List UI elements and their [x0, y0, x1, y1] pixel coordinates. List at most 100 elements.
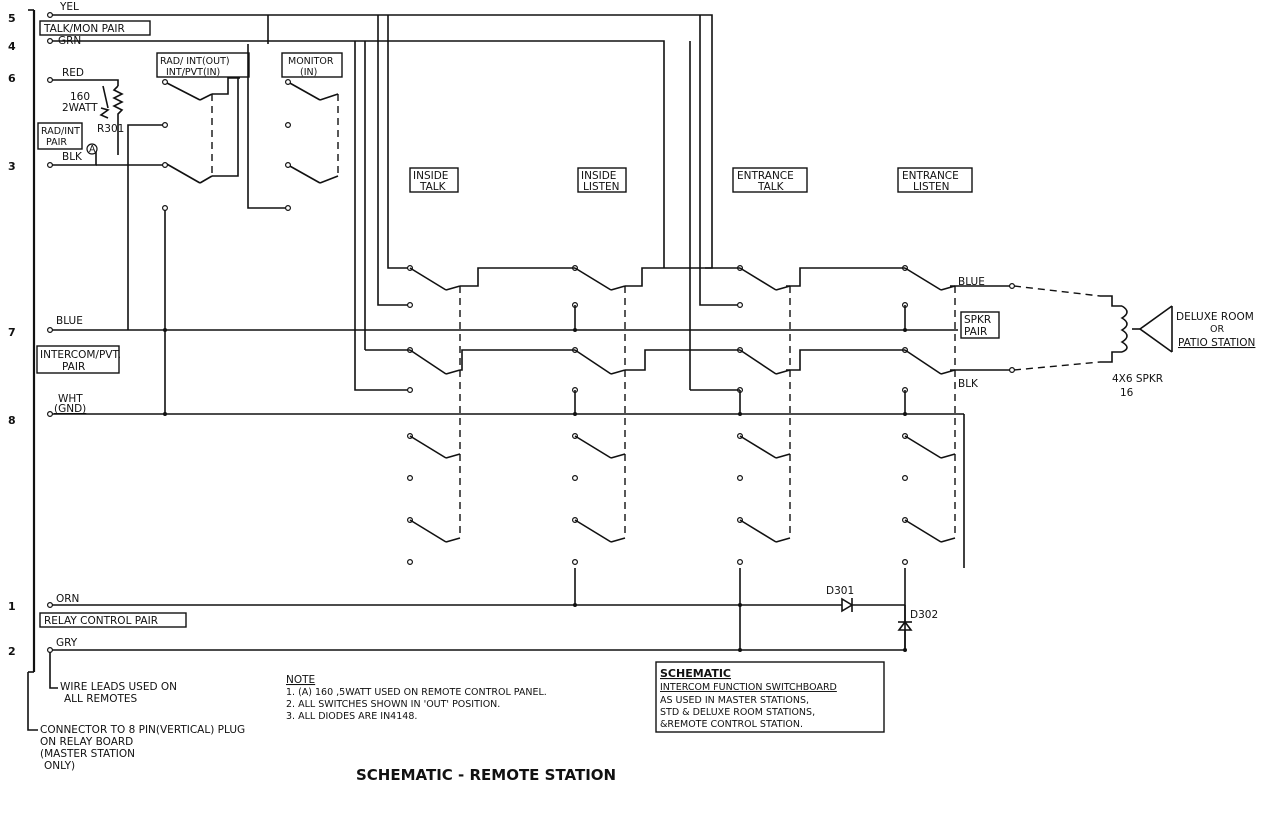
switch-blade-tip — [445, 453, 461, 459]
resistor-ref: R301 — [97, 123, 124, 135]
switch-blade — [739, 519, 777, 543]
switch-blade — [409, 435, 447, 459]
wire-wht: WHT — [58, 393, 83, 405]
switch-terminal — [901, 558, 908, 565]
wire-gnd: (GND) — [54, 403, 86, 415]
schematic-box-subtitle: INTERCOM FUNCTION SWITCHBOARD — [660, 682, 837, 693]
switch-terminal — [736, 475, 743, 482]
entrance-talk-label-2: TALK — [757, 181, 785, 193]
switch-terminal — [407, 558, 414, 565]
wire-blue-right: BLUE — [958, 276, 985, 288]
relay-control-pair-label: RELAY CONTROL PAIR — [44, 615, 158, 627]
switch-blade-tip — [610, 285, 626, 291]
rad-int-switch-label-2: INT/PVT(IN) — [166, 67, 220, 78]
connector-note-3: (MASTER STATION — [40, 748, 135, 760]
switch-blade-tip — [940, 537, 956, 543]
wire-blue: BLUE — [56, 315, 83, 327]
function-switches: INSIDE TALK INSIDE LISTEN ENTRANCE TALK … — [365, 167, 973, 652]
inside-talk-label-1: INSIDE — [413, 170, 448, 182]
entrance-listen-label-1: ENTRANCE — [902, 170, 959, 182]
spkr-pair-label-1: SPKR — [964, 314, 991, 326]
schematic-info-box: SCHEMATIC INTERCOM FUNCTION SWITCHBOARD … — [655, 661, 885, 733]
spkr-pair-label-2: PAIR — [964, 326, 987, 338]
switch-blade — [904, 519, 942, 543]
note-line-2: 2. ALL SWITCHES SHOWN IN 'OUT' POSITION. — [286, 699, 500, 710]
switch-blade-tip — [610, 369, 626, 375]
wire-blk: BLK — [62, 151, 83, 163]
switch-terminal — [571, 558, 578, 565]
bus-trunks — [267, 15, 740, 391]
diode-d302: D302 — [910, 609, 938, 621]
switch-blade-tip — [445, 369, 461, 375]
switch-blade-tip — [445, 537, 461, 543]
monitor-switch-label-1: MONITOR — [288, 56, 334, 67]
speaker-station-3: PATIO STATION — [1178, 337, 1255, 349]
pin-6: 6 — [8, 72, 16, 85]
switch-blade — [904, 349, 942, 375]
note-heading: NOTE — [286, 674, 315, 686]
wire-orn: ORN — [56, 593, 79, 605]
intercom-pair-label-2: PAIR — [62, 361, 85, 373]
connector-note-2: ON RELAY BOARD — [40, 736, 133, 748]
inside-talk-label-2: TALK — [419, 181, 447, 193]
talk-mon-pair-label: TALK/MON PAIR — [43, 23, 125, 35]
switch-blade-tip — [445, 285, 461, 291]
pin-4: 4 — [8, 40, 16, 53]
connector-terminals — [46, 12, 53, 653]
switch-terminal — [407, 475, 414, 482]
speaker-size: 4X6 SPKR — [1112, 373, 1163, 385]
monitor-switch: MONITOR (IN) — [247, 44, 343, 212]
switch-terminal — [407, 302, 414, 309]
wire-yel: YEL — [59, 1, 79, 13]
schematic-box-line-3: &REMOTE CONTROL STATION. — [660, 719, 803, 730]
switch-blade-tip — [775, 453, 791, 459]
rad-int-pair-label-1: RAD/INT — [41, 126, 80, 137]
pin-7: 7 — [8, 326, 16, 339]
diodes: D301 D302 — [826, 585, 938, 650]
switch-blade-tip — [940, 453, 956, 459]
pin-2: 2 — [8, 645, 16, 658]
switch-blade — [574, 519, 612, 543]
leads-note-1: WIRE LEADS USED ON — [60, 681, 177, 693]
schematic-box-line-1: AS USED IN MASTER STATIONS, — [660, 695, 809, 706]
pin-numbers: 5 4 6 3 7 8 1 2 — [8, 12, 16, 658]
speaker-impedance: 16 — [1120, 387, 1134, 399]
switch-terminal — [736, 558, 743, 565]
switch-terminal — [407, 387, 414, 394]
bus-wires — [50, 14, 965, 651]
switch-blade-tip — [775, 537, 791, 543]
rad-int-switch: RAD/ INT(OUT) INT/PVT(IN) — [96, 52, 250, 416]
pair-labels: TALK/MON PAIR RAD/INT PAIR INTERCOM/PVT.… — [36, 20, 1000, 628]
wire-labels: YEL GRN RED BLK BLUE WHT (GND) ORN GRY — [54, 1, 86, 649]
entrance-talk-label-1: ENTRANCE — [737, 170, 794, 182]
inside-listen-label-2: LISTEN — [583, 181, 620, 193]
resistor-value: 160 — [70, 91, 90, 103]
switch-blade — [409, 267, 447, 291]
switch-blade — [409, 519, 447, 543]
rad-int-pair-label-2: PAIR — [46, 137, 67, 148]
switch-terminal — [901, 475, 908, 482]
rad-int-switch-label-1: RAD/ INT(OUT) — [160, 56, 230, 67]
schematic-box-line-2: STD & DELUXE ROOM STATIONS, — [660, 707, 815, 718]
connector-bar — [28, 9, 36, 673]
note-block: NOTE 1. (A) 160 ,5WATT USED ON REMOTE CO… — [286, 674, 547, 722]
diode-d301: D301 — [826, 585, 854, 597]
inside-listen-label-1: INSIDE — [581, 170, 616, 182]
switch-blade — [739, 349, 777, 375]
switch-blade — [739, 267, 777, 291]
switch-blade-tip — [610, 537, 626, 543]
connector-note-4: ONLY) — [44, 760, 75, 772]
page-title: SCHEMATIC - REMOTE STATION — [356, 766, 616, 784]
resistor-marker: A — [89, 144, 96, 155]
speaker-station-2: OR — [1210, 324, 1224, 335]
switch-blade — [574, 435, 612, 459]
lead-notes: WIRE LEADS USED ON ALL REMOTES CONNECTOR… — [27, 652, 245, 772]
entrance-listen-label-2: LISTEN — [913, 181, 950, 193]
pin-3: 3 — [8, 160, 16, 173]
intercom-pair-label-1: INTERCOM/PVT. — [40, 349, 121, 361]
pin-1: 1 — [8, 600, 16, 613]
switch-blade — [739, 435, 777, 459]
schematic-box-heading: SCHEMATIC — [660, 667, 731, 680]
switch-terminal — [736, 302, 743, 309]
